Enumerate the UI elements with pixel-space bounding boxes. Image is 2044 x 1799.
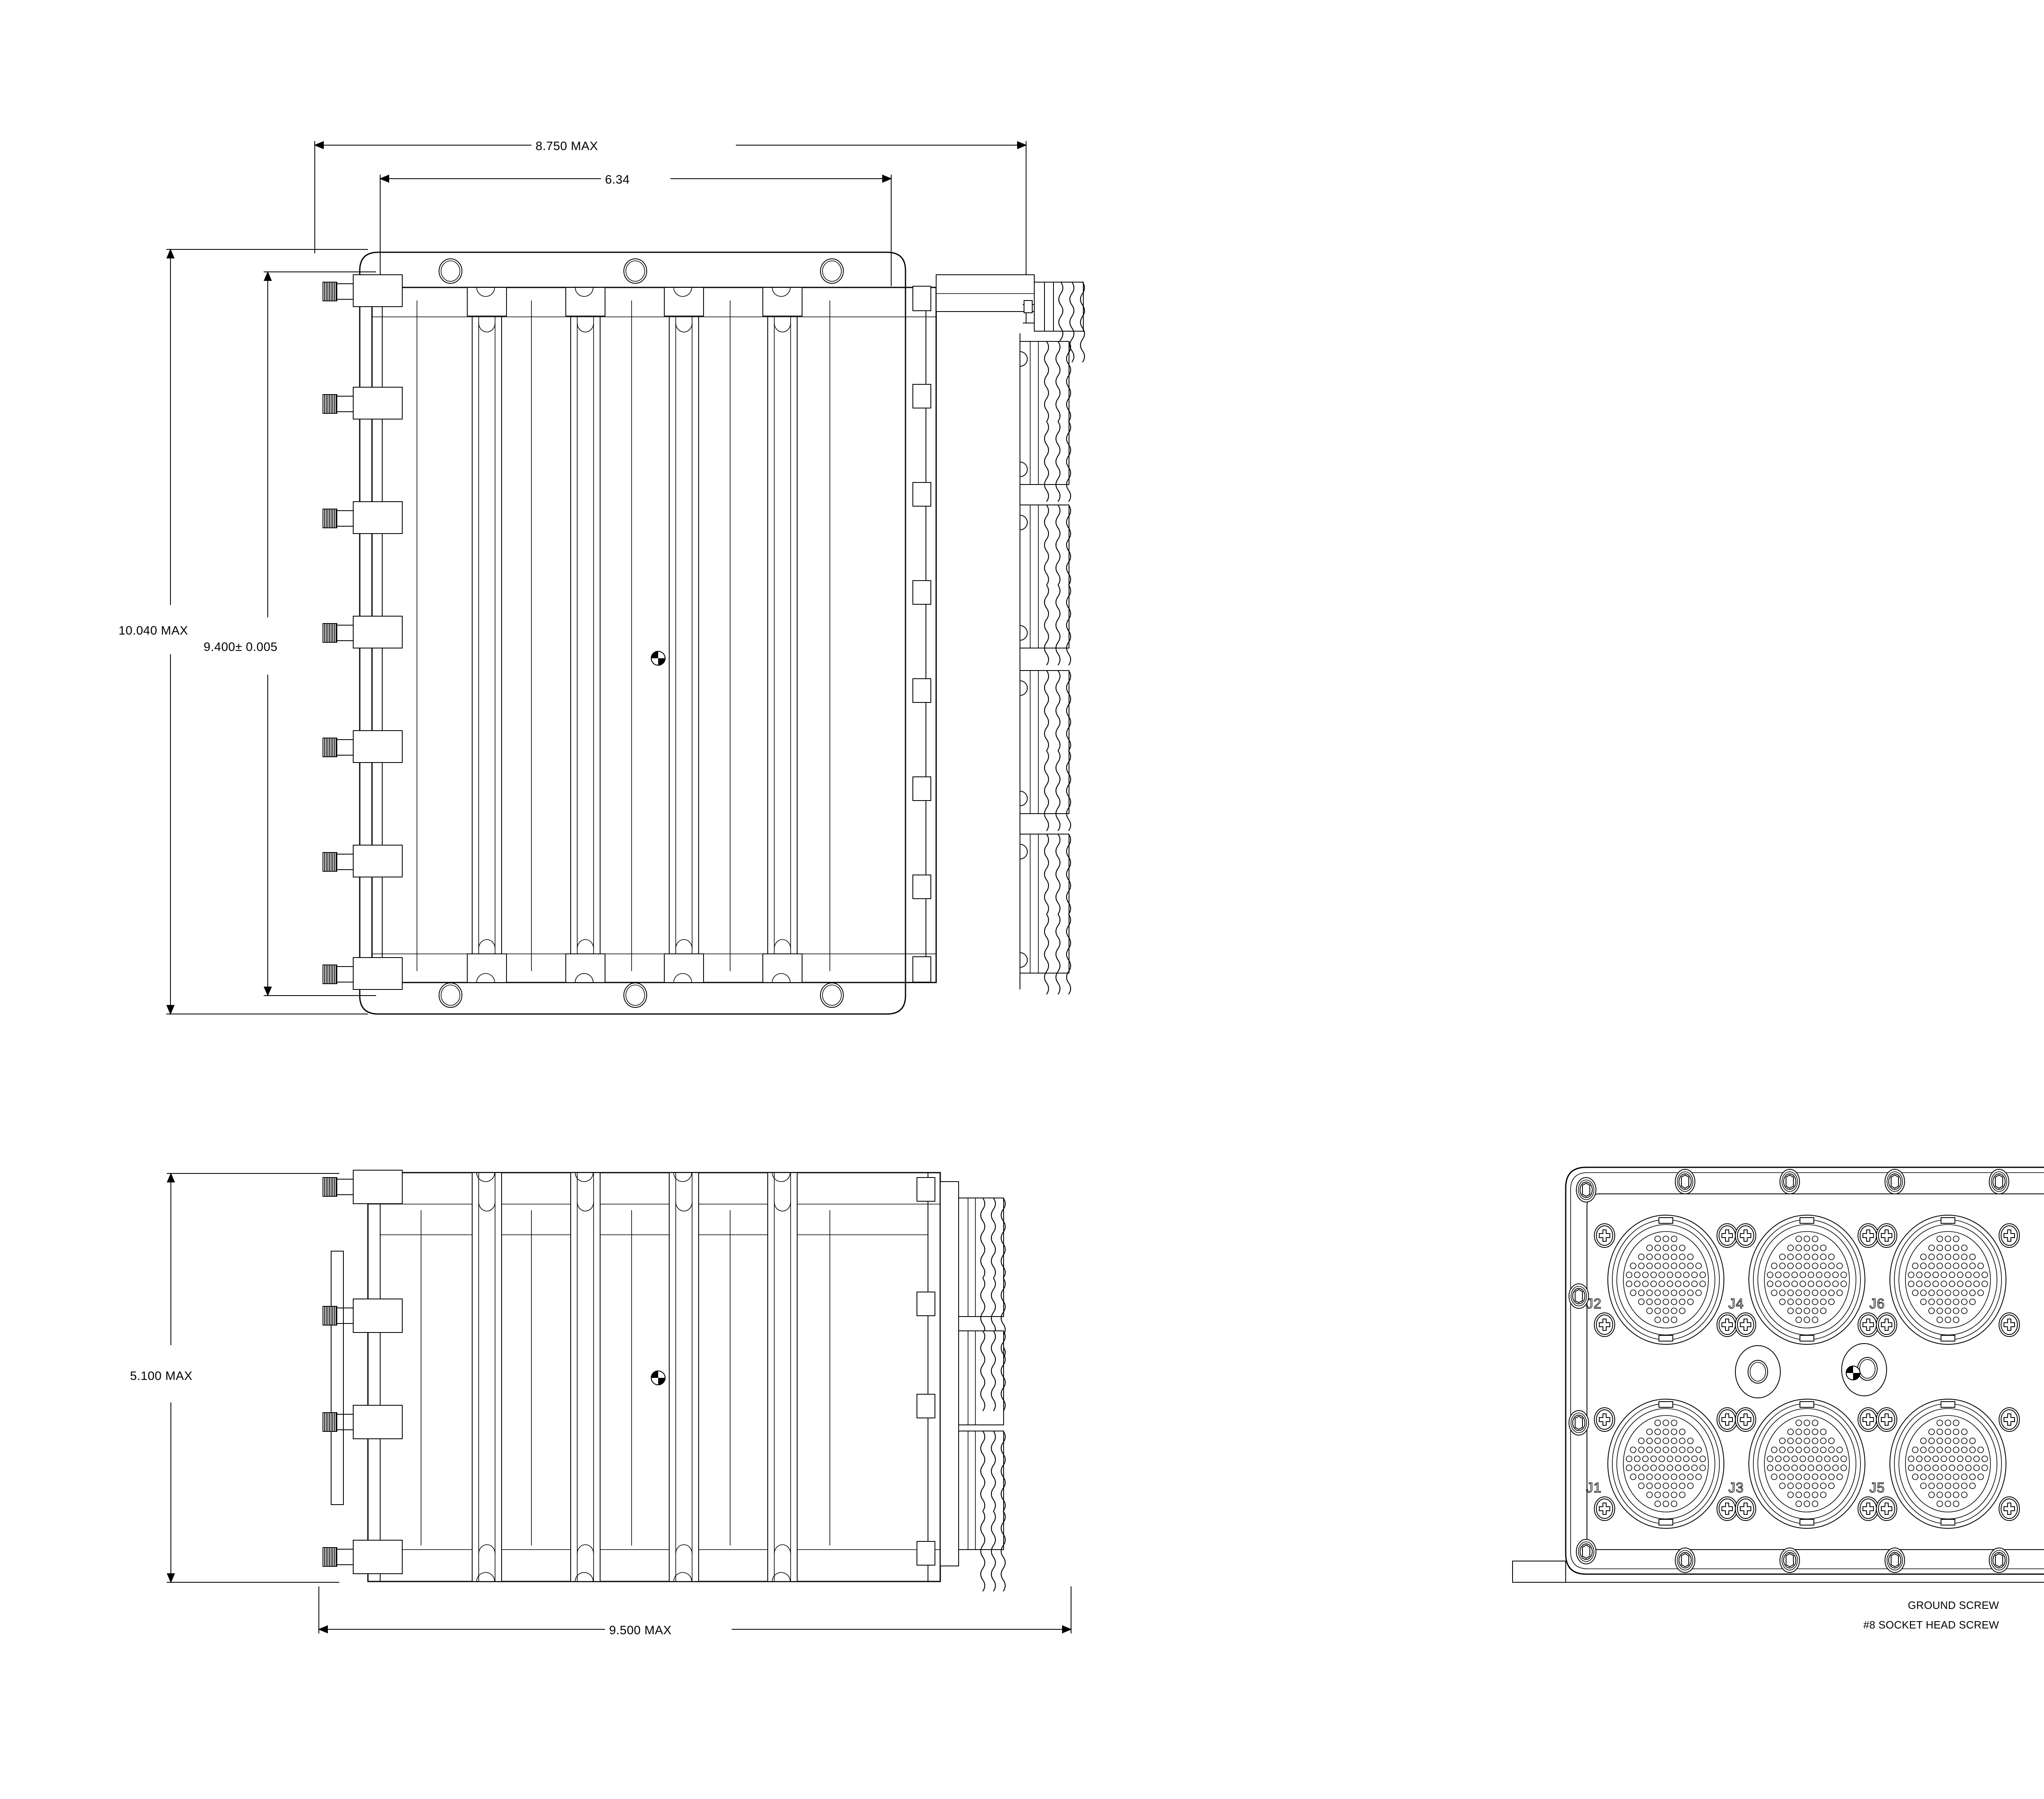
mounting-holes-bottom	[439, 982, 844, 1008]
connector-label: J2	[1586, 1296, 1602, 1312]
dimension-overall-height: 10.040 MAX	[119, 249, 368, 1015]
dimension-mount-height: 9.400± 0.005	[204, 271, 376, 996]
connector-label: J3	[1728, 1480, 1744, 1496]
connector-J6[interactable]: J6	[1869, 1215, 2020, 1345]
connector-J4[interactable]: J4	[1728, 1215, 1879, 1345]
dimension-label: 5.100 MAX	[130, 1369, 193, 1383]
mounting-holes-top	[439, 258, 844, 284]
ground-screw-callout-line1: GROUND SCREW	[1908, 1599, 1999, 1611]
connector-label: J6	[1869, 1296, 1885, 1312]
side-right-bosses	[917, 1177, 959, 1566]
connector-J3[interactable]: J3	[1728, 1399, 1879, 1529]
side-fins	[421, 1172, 830, 1582]
heatsink-fins	[372, 287, 936, 983]
connector-label: J1	[1586, 1480, 1602, 1496]
dimension-label: 9.500 MAX	[609, 1624, 672, 1637]
front-chassis-outline	[1565, 1166, 2044, 1575]
connector-label: J4	[1728, 1296, 1744, 1312]
connector-label: J5	[1869, 1480, 1885, 1496]
connector-J5[interactable]: J5	[1869, 1399, 2020, 1529]
center-of-gravity-symbol-side	[651, 1371, 666, 1385]
heatsink-body	[371, 287, 937, 983]
dimension-label: 6.34	[605, 173, 630, 186]
left-edge-fasteners	[323, 274, 403, 990]
housing-outline	[359, 251, 906, 1015]
dimension-label: 9.400± 0.005	[204, 640, 278, 654]
dimension-overall-height-side: 5.100 MAX	[130, 1173, 339, 1583]
connector-J1[interactable]: J1	[1586, 1399, 1738, 1529]
right-edge-bosses	[912, 286, 931, 982]
right-connectors-stack	[1020, 333, 1071, 995]
mounting-flange	[1512, 1561, 2044, 1583]
front-view: J2 J	[1512, 1166, 2044, 1631]
dimension-label: 8.750 MAX	[536, 139, 598, 153]
dimension-label: 10.040 MAX	[119, 624, 188, 637]
side-right-connectors	[958, 1197, 1006, 1592]
center-of-gravity-symbol	[651, 651, 666, 666]
dimension-overall-length-side: 9.500 MAX	[318, 1586, 1072, 1637]
dimension-overall-width: 8.750 MAX	[314, 139, 1027, 323]
side-view: 5.100 MAX 9.500 MAX	[130, 1170, 1072, 1637]
side-left-fasteners	[323, 1170, 403, 1574]
center-of-gravity-symbol-front	[1846, 1366, 1860, 1380]
dimension-hole-pattern-width: 6.34	[379, 173, 892, 286]
ground-screw-callout-line2: #8 SOCKET HEAD SCREW	[1863, 1619, 1999, 1631]
connector-J2[interactable]: J2	[1586, 1215, 1738, 1345]
top-view: 8.750 MAX 6.34 10.040 MAX 9.400± 0.005	[119, 139, 1085, 1015]
right-connectors-top	[936, 274, 1085, 363]
alignment-holes	[1735, 1343, 1887, 1398]
